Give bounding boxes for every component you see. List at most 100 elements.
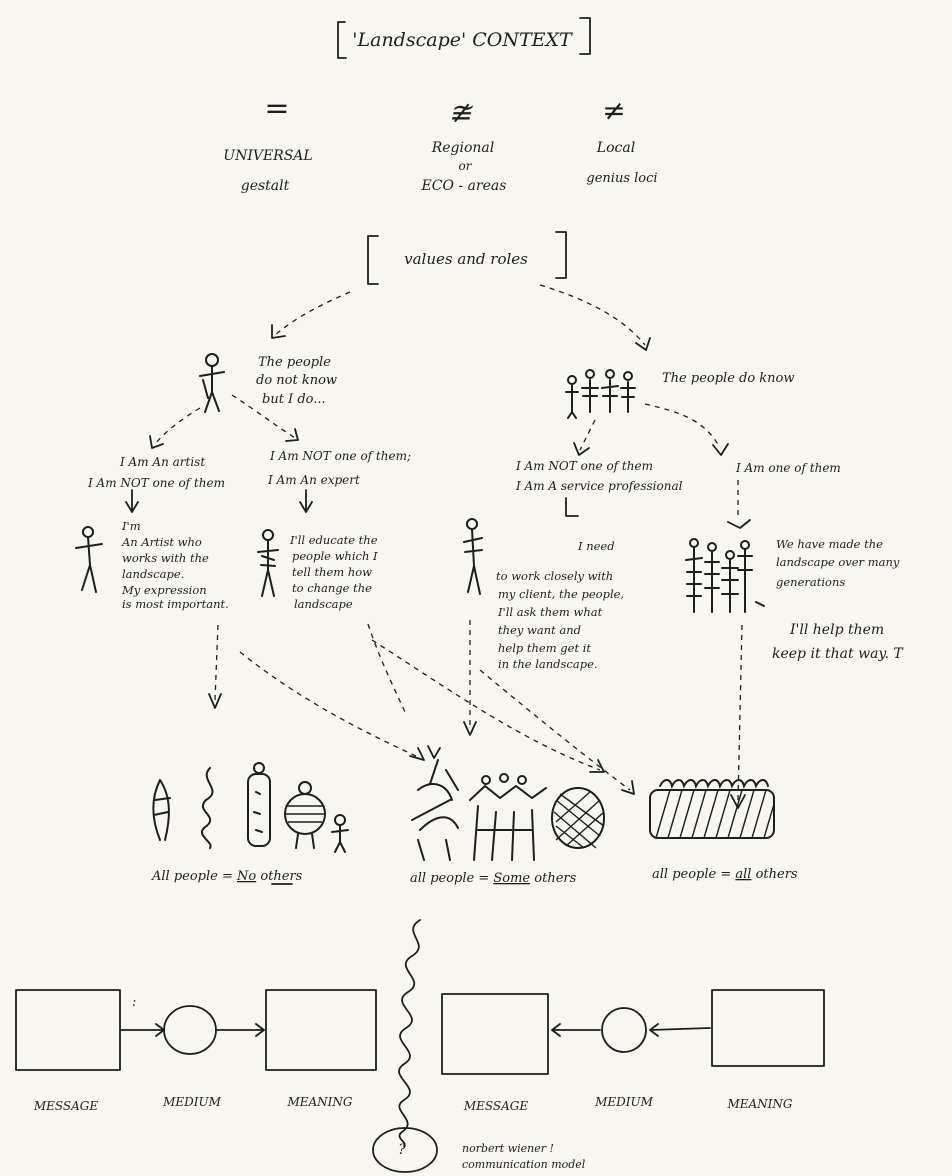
arrow-right-b <box>644 403 721 449</box>
left-branch: The people do not know but I do... I Am … <box>75 353 415 611</box>
right-option-a: I Am NOT one of them I Am A service prof… <box>515 459 683 493</box>
values-bracket-left <box>367 235 379 285</box>
meaning-label: MEANING <box>286 1095 352 1109</box>
scale-note: gestalt <box>241 178 290 194</box>
community-group-icon <box>685 538 765 613</box>
connector-artist-to-some-others <box>239 651 421 759</box>
message-label: MESSAGE <box>463 1099 529 1113</box>
medium-circle <box>601 1007 647 1053</box>
scale-name: UNIVERSAL <box>223 148 312 164</box>
left-statement-b: I'll educate the people which I tell the… <box>289 533 381 611</box>
uniform-crowd-icon <box>649 779 775 839</box>
arrowhead <box>427 745 441 759</box>
right-chain: MESSAGE MEDIUM MEANING <box>441 989 825 1113</box>
meaning-box <box>711 989 825 1067</box>
medium-circle <box>163 1005 217 1055</box>
title-bracket-right <box>579 17 591 55</box>
arrow-down-left-b <box>299 489 313 513</box>
equals-symbol: = <box>264 91 289 126</box>
medium-label: MEDIUM <box>594 1095 654 1109</box>
crowd-icon <box>565 369 636 419</box>
right-caption: The people do know <box>662 371 795 386</box>
message-box <box>15 989 121 1071</box>
group-caption: all people = Some others <box>410 871 577 886</box>
arrowhead <box>727 519 751 529</box>
arrowhead <box>712 443 729 456</box>
mixed-figures-icon <box>411 759 605 861</box>
scale-universal: = UNIVERSAL gestalt <box>223 91 312 194</box>
scale-name: Regional <box>431 140 495 156</box>
group-no-others: All people = No others <box>151 762 349 885</box>
arrowhead <box>589 759 605 773</box>
group-caption: All people = No others <box>151 869 303 884</box>
title-block: 'Landscape' CONTEXT <box>337 17 591 59</box>
question-mark: ? <box>398 1142 406 1158</box>
arrow-down-right-a <box>565 497 579 517</box>
message-box <box>441 993 549 1075</box>
arrow <box>119 1023 165 1037</box>
tick-mark: : <box>132 995 136 1010</box>
communication-model: : MESSAGE MEDIUM MEANING MESSAGE MEDIUM … <box>15 919 825 1173</box>
right-statement-b: We have made the landscape over many gen… <box>776 537 903 589</box>
model-note: norbert wiener ! communication model <box>462 1142 586 1171</box>
arrow-down-left-a <box>125 489 139 513</box>
title-bracket-left <box>337 21 347 59</box>
arrowhead <box>730 794 746 809</box>
group-connectors <box>208 620 746 809</box>
arrow <box>649 1023 711 1037</box>
values-bracket-right <box>555 231 567 279</box>
question-circle <box>372 1127 438 1173</box>
single-person-icon <box>199 353 225 413</box>
scale-note: genius loci <box>586 171 657 186</box>
message-label: MESSAGE <box>33 1099 99 1113</box>
not-equal-symbol: ≠ <box>602 94 625 127</box>
top-branch-arrows <box>271 284 651 351</box>
connector-artist-to-no-others <box>214 624 219 701</box>
meaning-box <box>265 989 377 1071</box>
arrowhead <box>573 442 590 456</box>
connector-expert-down <box>367 623 406 713</box>
arrow <box>551 1023 601 1037</box>
right-statement-a: I need to work closely with my client, t… <box>496 539 628 671</box>
scale-name: Local <box>596 140 635 156</box>
artist-figure-icon <box>75 526 103 593</box>
meaning-label: MEANING <box>726 1097 792 1111</box>
group-some-others: all people = Some others <box>410 759 605 886</box>
left-caption: The people do not know but I do... <box>256 355 341 407</box>
group-all-others: all people = all others <box>649 779 798 882</box>
scale-note: ECO - areas <box>421 178 507 194</box>
arrowhead <box>635 337 651 351</box>
right-branch: The people do know I Am NOT one of them … <box>463 369 904 671</box>
arrow <box>215 1023 265 1037</box>
connector-professional-to-all-others <box>479 669 631 791</box>
arrowhead <box>285 428 299 442</box>
left-option-a: I Am An artist I Am NOT one of them <box>87 455 225 490</box>
noise-squiggle <box>398 919 421 1147</box>
professional-figure-icon <box>463 518 483 595</box>
values-roles-label: values and roles <box>404 250 528 268</box>
approx-not-equal-symbol: ≇ <box>448 96 473 129</box>
right-statement-c: I'll help them keep it that way. T <box>772 622 904 662</box>
right-option-b: I Am one of them <box>735 461 841 475</box>
arrowhead <box>149 435 164 449</box>
values-roles-block: values and roles <box>367 231 567 285</box>
left-option-b: I Am NOT one of them; I Am An expert <box>267 449 415 487</box>
connector-community-to-all-others <box>737 624 743 801</box>
arrowhead <box>621 780 635 795</box>
group-caption: all people = all others <box>652 867 798 882</box>
expert-figure-icon <box>257 529 279 597</box>
scale-regional: ≇ Regional or ECO - areas <box>421 96 507 194</box>
arrowhead <box>208 693 222 709</box>
arrowhead <box>463 721 477 736</box>
arrowhead <box>409 747 425 761</box>
arrow-right-a <box>579 419 596 451</box>
left-chain: : MESSAGE MEDIUM MEANING <box>15 989 377 1113</box>
left-statement-a: I'm An Artist who works with the landsca… <box>121 519 229 611</box>
arrowhead <box>271 324 286 339</box>
arrow-to-left-branch <box>274 291 351 336</box>
arrow-left-a <box>154 407 201 445</box>
scale-sub: or <box>459 159 473 173</box>
diverse-figures-icon <box>152 762 349 853</box>
